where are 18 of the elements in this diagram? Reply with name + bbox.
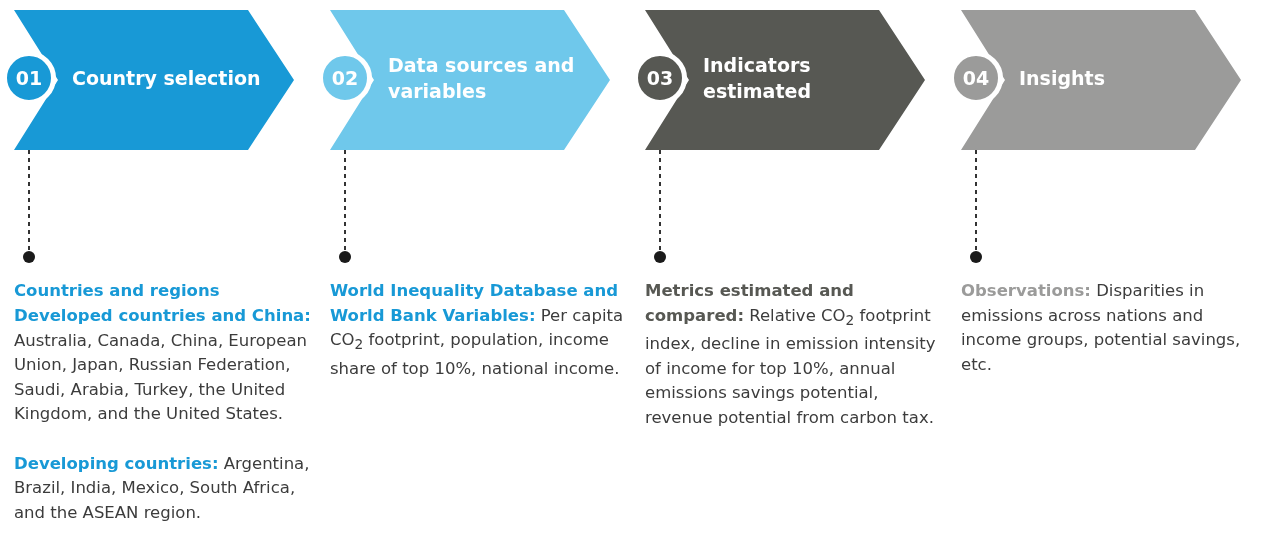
description-text: Countries and regions <box>14 280 221 302</box>
leader-line <box>344 149 346 252</box>
step-title: Country selection <box>72 66 262 91</box>
leader-line <box>28 149 30 252</box>
description-text: Developing countries: Argentina, Brazil, India, Mexico, South Africa, and the ASEAN region. <box>14 452 311 524</box>
step-title: Indicators estimated <box>703 53 812 104</box>
description-text: Observations: Disparities in emissions across nations and income groups, potential savings, etc. <box>961 280 1242 376</box>
description-text: Metrics estimated and compared: Relative CO$_{2}$ footprint index, decline in emission intensity of income for top 10%, annual emissions savings potential, revenue potential from carbon tax. <box>645 280 937 429</box>
description-text: Developed countries and China: Australia, Canada, China, European Union, Japan, Russian Federation, Saudi, Arabia, Turkey, the United Kingdom, and the United States. <box>14 305 312 425</box>
dot-marker <box>339 251 351 263</box>
leader-line <box>659 149 661 252</box>
step-title: Insights <box>1019 66 1106 91</box>
dot-marker <box>970 251 982 263</box>
leader-line <box>975 149 977 252</box>
dot-marker <box>654 251 666 263</box>
step-title: Data sources and variables <box>388 53 576 104</box>
dot-marker <box>23 251 35 263</box>
description-text: World Inequality Database and World Bank Variables: Per capita CO$_{2}$ footprint, population, income share of top 10%, national income. <box>330 280 625 380</box>
